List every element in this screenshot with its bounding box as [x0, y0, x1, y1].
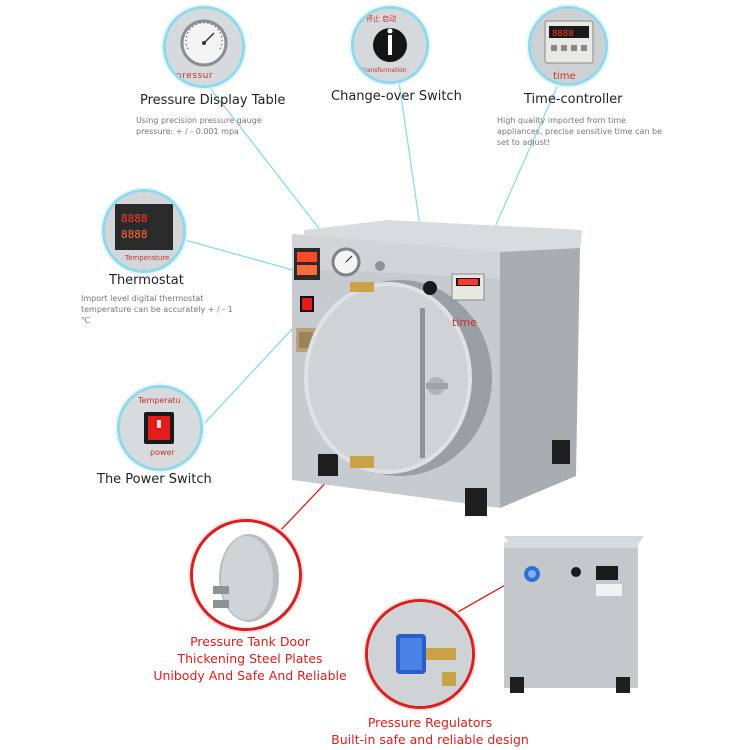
machine-back-view	[504, 536, 644, 693]
changeover-switch-photo: 停止 启动 transformation	[351, 6, 429, 84]
tank-door-line1: Pressure Tank Door	[190, 634, 310, 649]
power-switch-photo: Temperatu power	[117, 385, 203, 471]
power-photo-bottom-label: power	[150, 448, 175, 457]
thermostat-desc: Import level digital thermostat temperat…	[81, 294, 233, 325]
tank-door-photo	[190, 519, 302, 631]
time-controller-title: Time-controller	[524, 92, 623, 107]
pressure-gauge-photo: pressur	[163, 6, 245, 88]
time-controller-desc: High quality imported from time applianc…	[497, 116, 663, 147]
leader-line-thermostat	[184, 239, 301, 273]
regulator-icon	[368, 602, 472, 706]
changeover-photo-label: transformation	[362, 67, 407, 74]
thermostat-icon: 8888 8888	[105, 192, 183, 270]
regulator-line2: Built-in safe and reliable design	[331, 732, 529, 747]
regulator-text: Pressure Regulators Built-in safe and re…	[330, 714, 530, 748]
changeover-switch-icon: 停止 启动	[354, 9, 426, 81]
thermostat-photo: 8888 8888 Temperature	[102, 189, 186, 273]
leader-line-power	[199, 311, 309, 429]
svg-text:8888: 8888	[552, 29, 574, 39]
time-controller-photo: 8888 time	[528, 6, 608, 86]
thermostat-title: Thermostat	[109, 273, 184, 288]
svg-text:8888: 8888	[121, 212, 148, 225]
tank-door-icon	[213, 534, 279, 622]
time-controller-icon: 8888	[531, 9, 605, 83]
thermostat-photo-label: Temperature	[125, 254, 170, 262]
regulator-photo	[365, 599, 475, 709]
power-switch-icon	[120, 388, 200, 468]
svg-text:停止 启动: 停止 启动	[366, 14, 396, 23]
pressure-display-desc: Using precision pressure gauge pressure:…	[136, 116, 262, 136]
tank-door-text: Pressure Tank Door Thickening Steel Plat…	[135, 633, 365, 684]
tank-door-line2: Thickening Steel Plates	[177, 651, 323, 666]
pressure-gauge-icon	[166, 9, 242, 85]
autoclave-machine: time	[292, 220, 582, 516]
regulator-line1: Pressure Regulators	[367, 715, 493, 730]
changeover-switch-title: Change-over Switch	[331, 89, 462, 104]
svg-text:8888: 8888	[121, 228, 148, 241]
machine-time-label: time	[452, 316, 477, 329]
power-switch-title: The Power Switch	[97, 472, 212, 487]
power-photo-top-label: Temperatu	[138, 396, 181, 405]
time-photo-label: time	[553, 71, 576, 82]
pressure-photo-label: pressur	[176, 71, 214, 81]
tank-door-line3: Unibody And Safe And Reliable	[153, 668, 347, 683]
pressure-display-title: Pressure Display Table	[140, 93, 286, 108]
